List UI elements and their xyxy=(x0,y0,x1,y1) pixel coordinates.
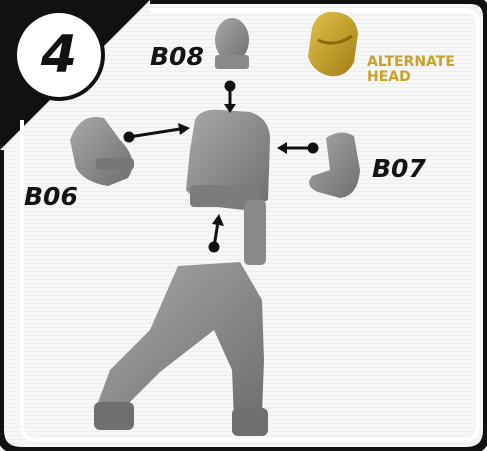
part-label-b08: B08 xyxy=(150,42,204,71)
alternate-head-label-line1: ALTERNATE xyxy=(367,54,455,70)
part-label-b07: B07 xyxy=(372,154,426,183)
legs-part xyxy=(94,262,268,436)
alternate-head-label: ALTERNATE HEAD xyxy=(367,55,455,85)
left-arm-part-b06 xyxy=(70,116,134,186)
assembly-arrows xyxy=(123,80,319,253)
alternate-head-part xyxy=(308,11,358,77)
head-part-b08 xyxy=(215,18,249,69)
torso-part xyxy=(186,109,270,265)
alternate-head-label-line2: HEAD xyxy=(367,69,411,85)
part-label-b06: B06 xyxy=(24,182,78,211)
step-number: 4 xyxy=(40,25,78,85)
right-arm-part-b07 xyxy=(309,132,360,198)
